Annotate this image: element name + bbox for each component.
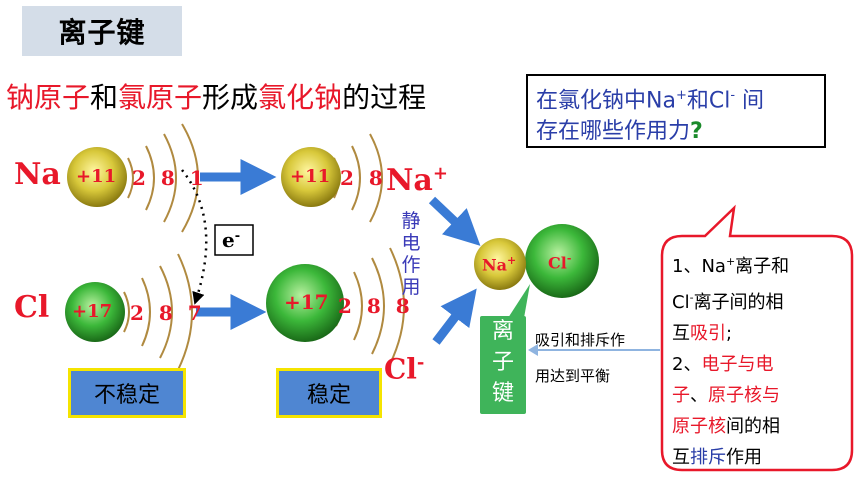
cl-nucleus <box>65 282 125 342</box>
cl-symbol: Cl <box>14 290 50 325</box>
cl-ion-shell-counts: 2 8 8 <box>338 294 414 318</box>
na-ion-shell-counts: 2 8 <box>340 166 387 190</box>
electrostatic-label: 静 电 作 用 <box>401 210 421 298</box>
callout-bubble <box>660 204 854 472</box>
cl-ion-nucleus-charge: +17 <box>284 290 329 314</box>
cl-shell-counts: 2 8 7 <box>130 301 206 325</box>
cl-ion-symbol: Cl- <box>384 352 425 386</box>
attract-repel-text: 吸引和排斥作 用达到平衡 <box>535 331 626 385</box>
callout-text: 1、Na+离子和 Cl-离子间的相 互吸引; 2、电子与电 子、原子核与 原子核… <box>672 255 790 468</box>
cl-nucleus-charge: +17 <box>72 301 113 322</box>
unstable-badge: 不稳定 <box>68 368 186 418</box>
na-nucleus-charge: +11 <box>76 166 117 187</box>
cl-atom-shells <box>123 253 193 371</box>
bond-cl-ion <box>525 224 599 298</box>
na-symbol: Na <box>14 157 61 192</box>
heading: 钠原子和氯原子形成氯化钠的过程 <box>6 81 427 114</box>
title-box: 离子键 <box>22 6 182 56</box>
page-title: 离子键 <box>58 16 146 49</box>
na-ion-nucleus <box>281 147 341 207</box>
na-nucleus <box>67 147 127 207</box>
bond-cl-label: Cl- <box>548 252 572 273</box>
na-ion-nucleus-charge: +11 <box>290 166 331 187</box>
question-box: 在氯化钠中Na+和Cl- 间 存在哪些作用力? <box>526 74 826 148</box>
question-line-1: 在氯化钠中Na+和Cl- 间 <box>536 88 765 114</box>
ionic-bond-pointer <box>508 284 530 318</box>
na-shell-counts: 2 8 1 <box>132 166 208 190</box>
question-line-2: 存在哪些作用力? <box>536 119 703 145</box>
bond-na-label: Na+ <box>482 254 517 275</box>
cl-ion-to-bond-arrow <box>432 288 477 345</box>
na-ion-to-bond-arrow <box>428 196 481 246</box>
na-atom-shells <box>127 123 199 233</box>
electron-label: e- <box>222 228 241 252</box>
cl-ion-nucleus <box>266 264 344 342</box>
bond-na-ion <box>474 238 526 290</box>
stable-badge: 稳定 <box>276 368 382 418</box>
electron-transfer-arrow <box>181 169 208 305</box>
electron-box <box>214 224 254 256</box>
na-ion-symbol: Na+ <box>386 163 448 198</box>
ionic-bond-label: 离 子 键 <box>480 316 526 414</box>
